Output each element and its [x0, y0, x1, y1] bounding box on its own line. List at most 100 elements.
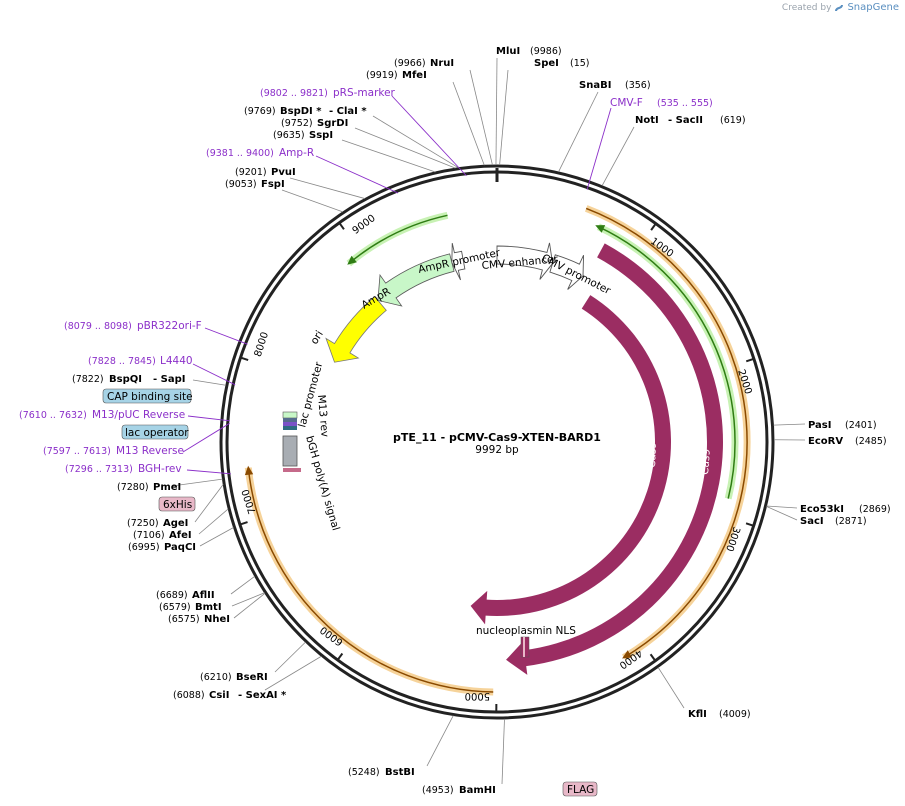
site-leader-line	[766, 506, 798, 521]
green-line-right	[598, 226, 736, 499]
primer-pbr-pos: (8079 .. 8098)	[64, 321, 132, 332]
site-bmti-name: BmtI	[195, 602, 222, 613]
his-tag-label: 6xHis	[163, 499, 192, 511]
site-pvui-pos: (9201)	[235, 167, 267, 178]
site-aflii-name: AflII	[192, 590, 215, 601]
site-csii-name2: - SexAI *	[238, 690, 287, 701]
site-eco53ki-pos: (2869)	[859, 504, 891, 515]
scale-ticks	[239, 222, 755, 713]
site-leader-lines	[171, 57, 806, 785]
primer-leader-line	[186, 469, 231, 475]
lac-operator-box	[121, 424, 189, 440]
primer-m13r-name: M13 Reverse	[116, 445, 184, 457]
site-noti-pos: (619)	[720, 115, 746, 126]
site-bamhi-pos: (4953)	[422, 785, 454, 796]
site-leader-line	[773, 423, 806, 426]
primer-leader-line	[182, 422, 230, 453]
cas9-inner-label: Cas9	[646, 442, 659, 468]
primer-cmvf-name: CMV-F	[610, 97, 643, 109]
site-paqci-name: PaqCI	[164, 542, 196, 553]
credit-prefix: Created by	[781, 2, 832, 13]
tick-mark	[745, 522, 754, 527]
orange-line-right	[585, 207, 748, 659]
primer-ampr-pos: (9381 .. 9400)	[206, 148, 274, 159]
site-leader-line	[194, 484, 224, 523]
primer-cmvf-pos: (535 .. 555)	[657, 98, 713, 109]
site-leader-line	[192, 379, 226, 386]
site-snabi-name: SnaBI	[579, 80, 611, 91]
site-bspqi-name2: - SapI	[153, 374, 185, 385]
cap-binding-site-label: CAP binding site	[107, 391, 193, 403]
primer-leader-line	[187, 415, 230, 422]
orange-line-left	[247, 467, 494, 693]
site-mfei-name: MfeI	[402, 70, 427, 81]
site-nrui-pos: (9966)	[394, 58, 426, 69]
site-leader-line	[274, 641, 306, 673]
tick-mark	[745, 357, 755, 363]
site-fspi-pos: (9053)	[225, 179, 257, 190]
site-leader-line	[766, 505, 798, 509]
site-nhei-name: NheI	[204, 614, 230, 625]
site-mlui-pos: (9986)	[530, 46, 562, 57]
primer-m13puc-name: M13/pUC Reverse	[92, 409, 185, 421]
cas9-outer-arrow	[506, 243, 723, 675]
site-leader-line	[501, 718, 505, 785]
primer-leader-line	[586, 107, 612, 190]
site-leader-line	[657, 667, 685, 709]
primer-m13puc-pos: (7610 .. 7632)	[19, 410, 87, 421]
site-saci-name: SacI	[800, 516, 824, 527]
site-leader-line	[230, 575, 255, 595]
primer-l4440-name: L4440	[160, 355, 193, 367]
m13-rev-glyph	[283, 422, 297, 426]
site-leader-line	[231, 592, 265, 607]
site-sgrdi-pos: (9752)	[281, 118, 313, 129]
tick-mark	[240, 356, 249, 361]
site-bspqi-name: BspQI	[109, 374, 142, 385]
primer-leader-line	[204, 327, 248, 345]
flag-tag-box	[562, 781, 598, 797]
tick-mark	[336, 652, 344, 661]
site-spei-name: SpeI	[534, 58, 559, 69]
cas9-outer-label: Cas9	[699, 449, 713, 476]
flag-tag-label: FLAG	[567, 784, 594, 796]
site-leader-line	[452, 81, 485, 166]
site-csii-pos: (6088)	[173, 690, 205, 701]
site-bspqi-pos: (7822)	[72, 374, 104, 385]
site-csii-name: CsiI	[209, 690, 229, 701]
site-leader-line	[601, 126, 635, 186]
tick-label: 8000	[253, 331, 271, 359]
site-bstbi-name: BstBI	[385, 767, 415, 778]
site-leader-line	[289, 177, 365, 199]
site-pvui-name: PvuI	[271, 167, 296, 178]
site-kfli-name: KflI	[688, 709, 707, 720]
site-bspdi-pos: (9769)	[244, 106, 276, 117]
site-leader-line	[426, 715, 454, 767]
site-spei-pos: (15)	[570, 58, 590, 69]
site-agei-pos: (7250)	[127, 518, 159, 529]
primer-leader-line	[391, 95, 467, 177]
primer-prs-name: pRS-marker	[333, 87, 396, 99]
primer-leader-line	[315, 155, 399, 194]
site-pasi-pos: (2401)	[845, 420, 877, 431]
site-leader-line	[499, 69, 509, 166]
site-pmei-name: PmeI	[153, 482, 181, 493]
snapgene-logo-icon	[835, 4, 844, 11]
tick-mark	[649, 653, 657, 662]
snapgene-credit: Created by SnapGene	[782, 2, 899, 13]
lac-operator-label: lac operator	[125, 427, 189, 439]
cmv-promoter-arrow	[549, 254, 585, 290]
tick-mark	[338, 222, 345, 230]
bgh-polya-glyph	[282, 435, 298, 467]
site-bseri-name: BseRI	[236, 672, 268, 683]
site-bspdi-name2: - ClaI *	[329, 106, 367, 117]
site-ecorv-pos: (2485)	[855, 436, 887, 447]
tick-mark	[239, 521, 248, 526]
green-arrowhead-right	[595, 225, 606, 233]
site-sspi-name: SspI	[309, 130, 333, 141]
site-saci-pos: (2871)	[835, 516, 867, 527]
site-pmei-pos: (7280)	[117, 482, 149, 493]
site-leader-line	[171, 478, 223, 487]
site-noti-name2: - SacII	[668, 115, 703, 126]
lac-promoter-glyph	[282, 411, 298, 419]
